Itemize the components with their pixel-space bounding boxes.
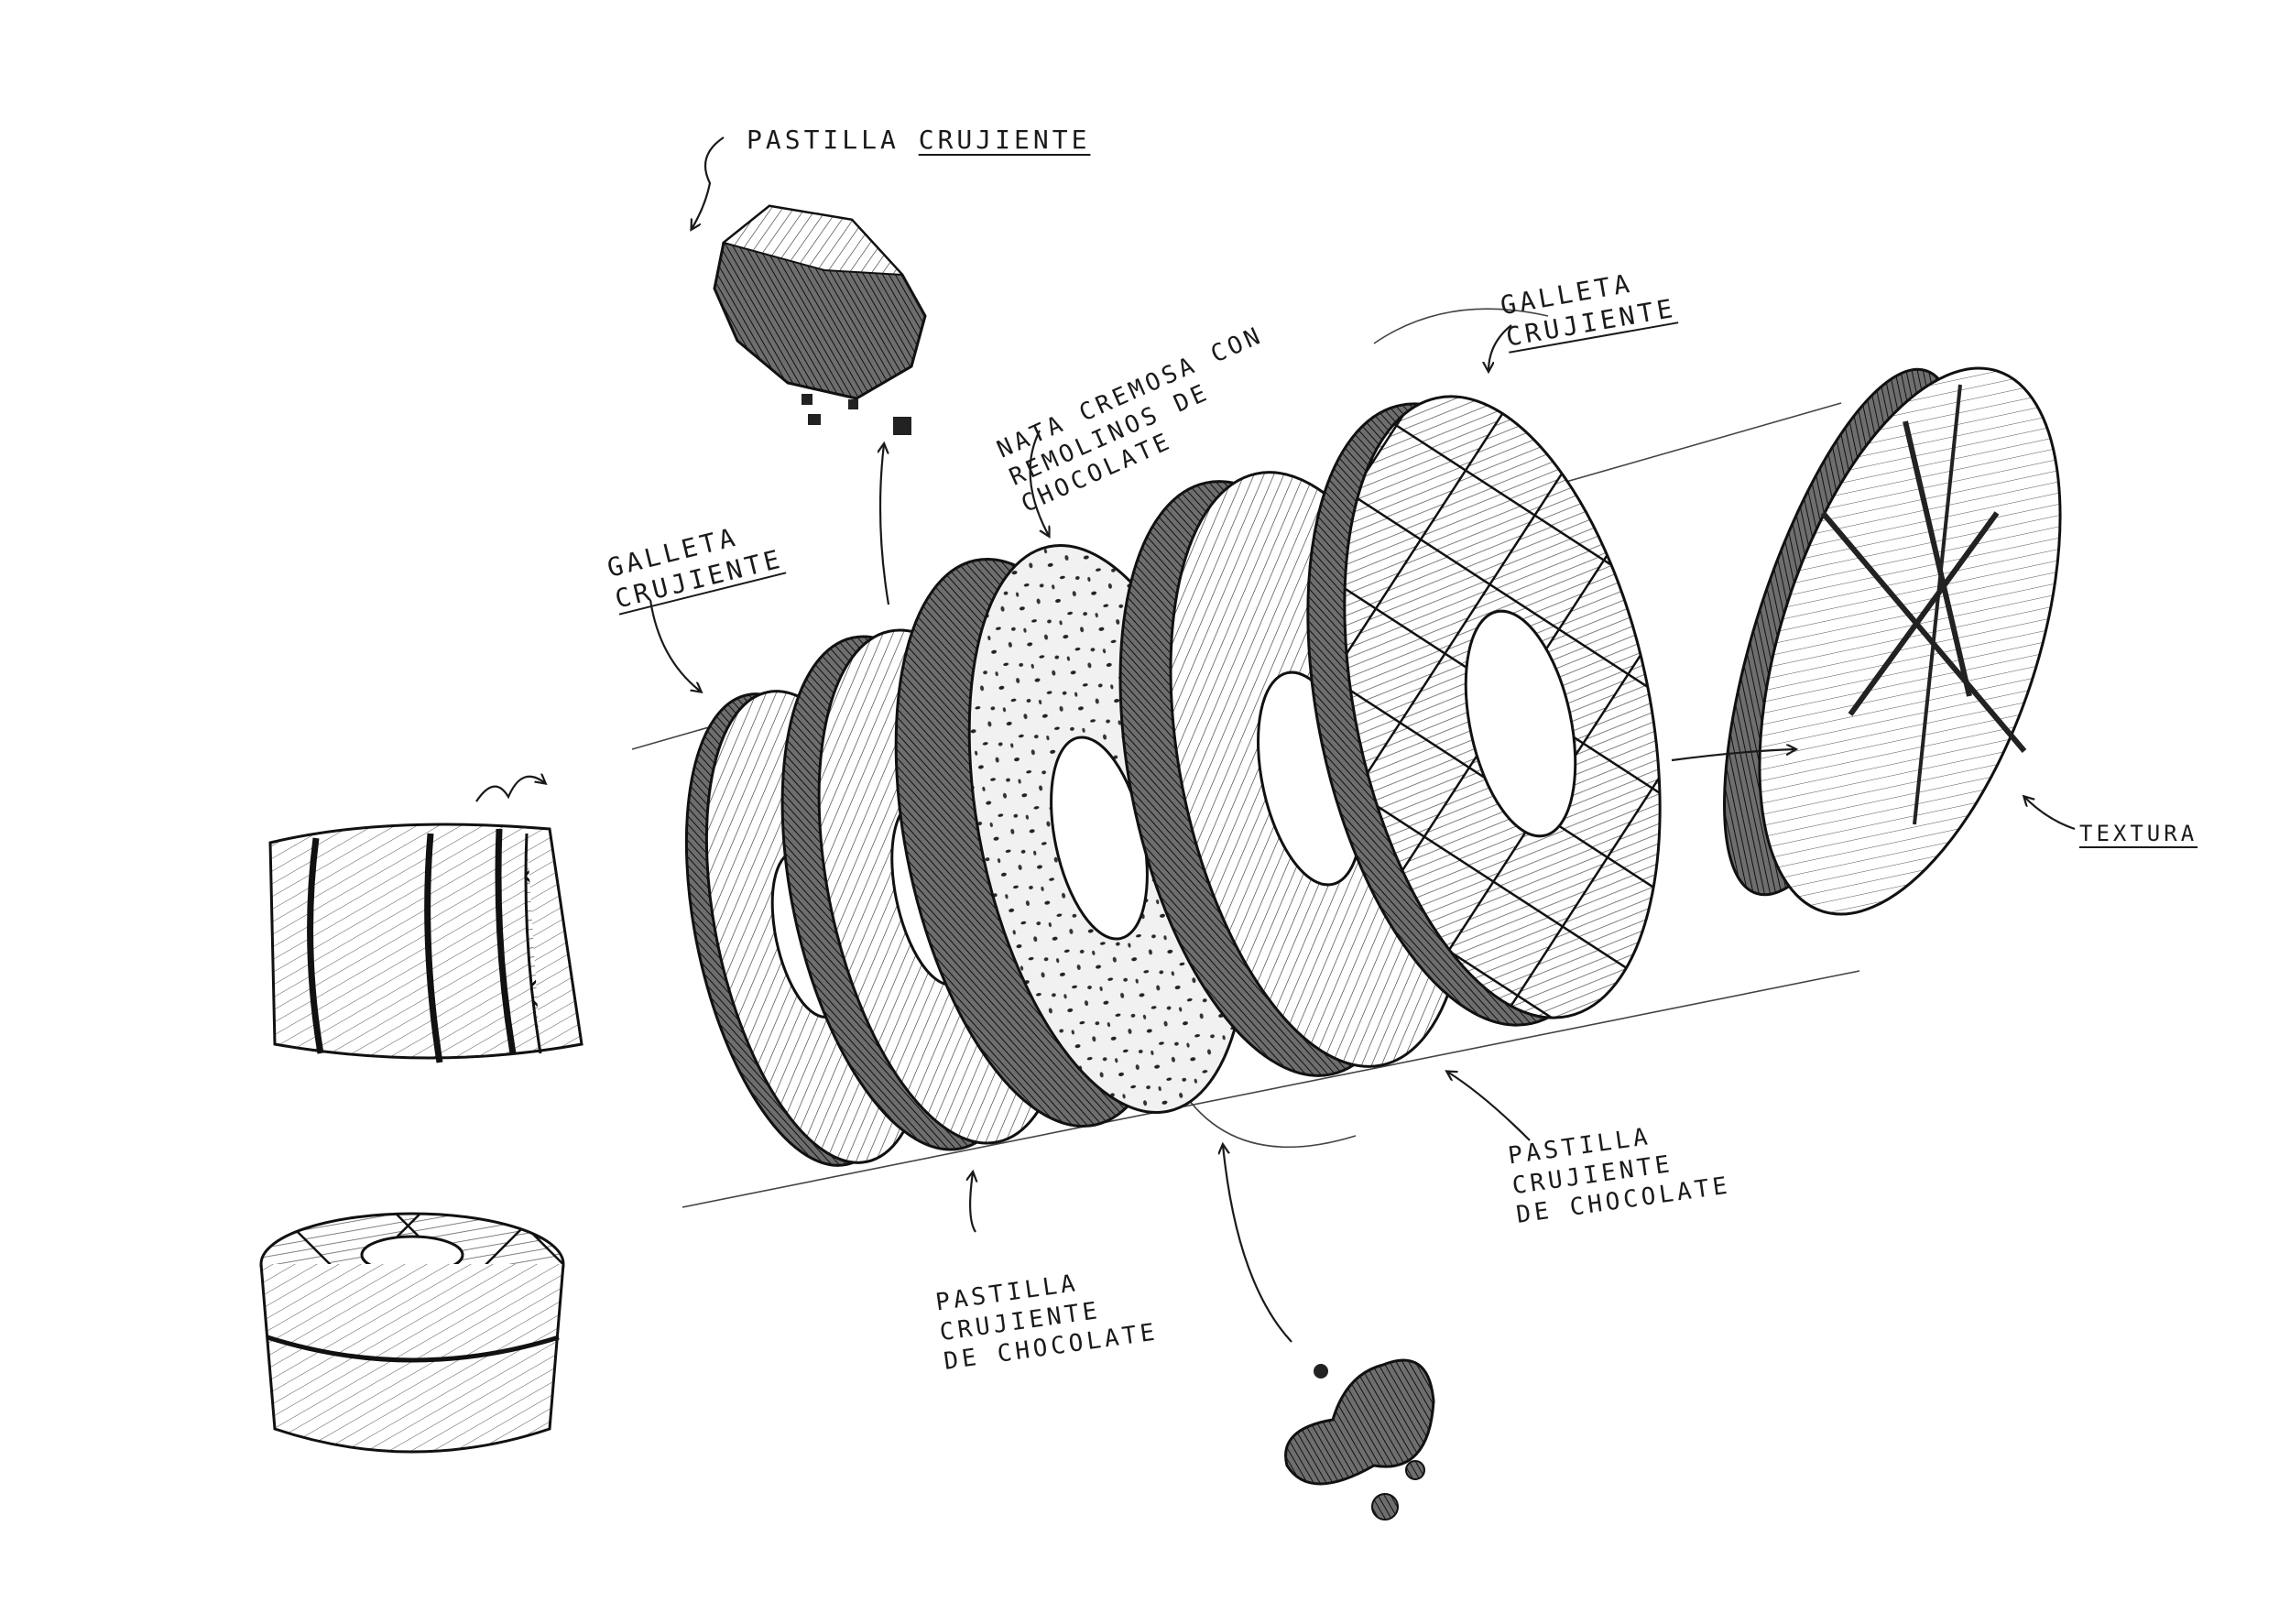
label-textura: TEXTURA xyxy=(2079,820,2197,847)
disc-galleta-right xyxy=(1306,395,1662,1027)
label-textura-text: TEXTURA xyxy=(2079,821,2198,846)
label-top-pastilla: PASTILLA CRUJIENTE xyxy=(747,124,1090,156)
cookie-texture-disc-icon xyxy=(1723,366,2062,916)
chocolate-drop-icon xyxy=(1284,1358,1435,1520)
crunchy-pellet-icon xyxy=(713,204,927,435)
assembled-dessert-icon xyxy=(259,1212,565,1454)
dessert-cross-section-icon xyxy=(268,823,583,1063)
label-top-pastilla-line1: PASTILLA xyxy=(747,125,900,155)
label-top-pastilla-line2: CRUJIENTE xyxy=(918,125,1091,155)
disc-nata-cremosa xyxy=(894,544,1249,1128)
annotation-arrows xyxy=(475,136,2076,1343)
